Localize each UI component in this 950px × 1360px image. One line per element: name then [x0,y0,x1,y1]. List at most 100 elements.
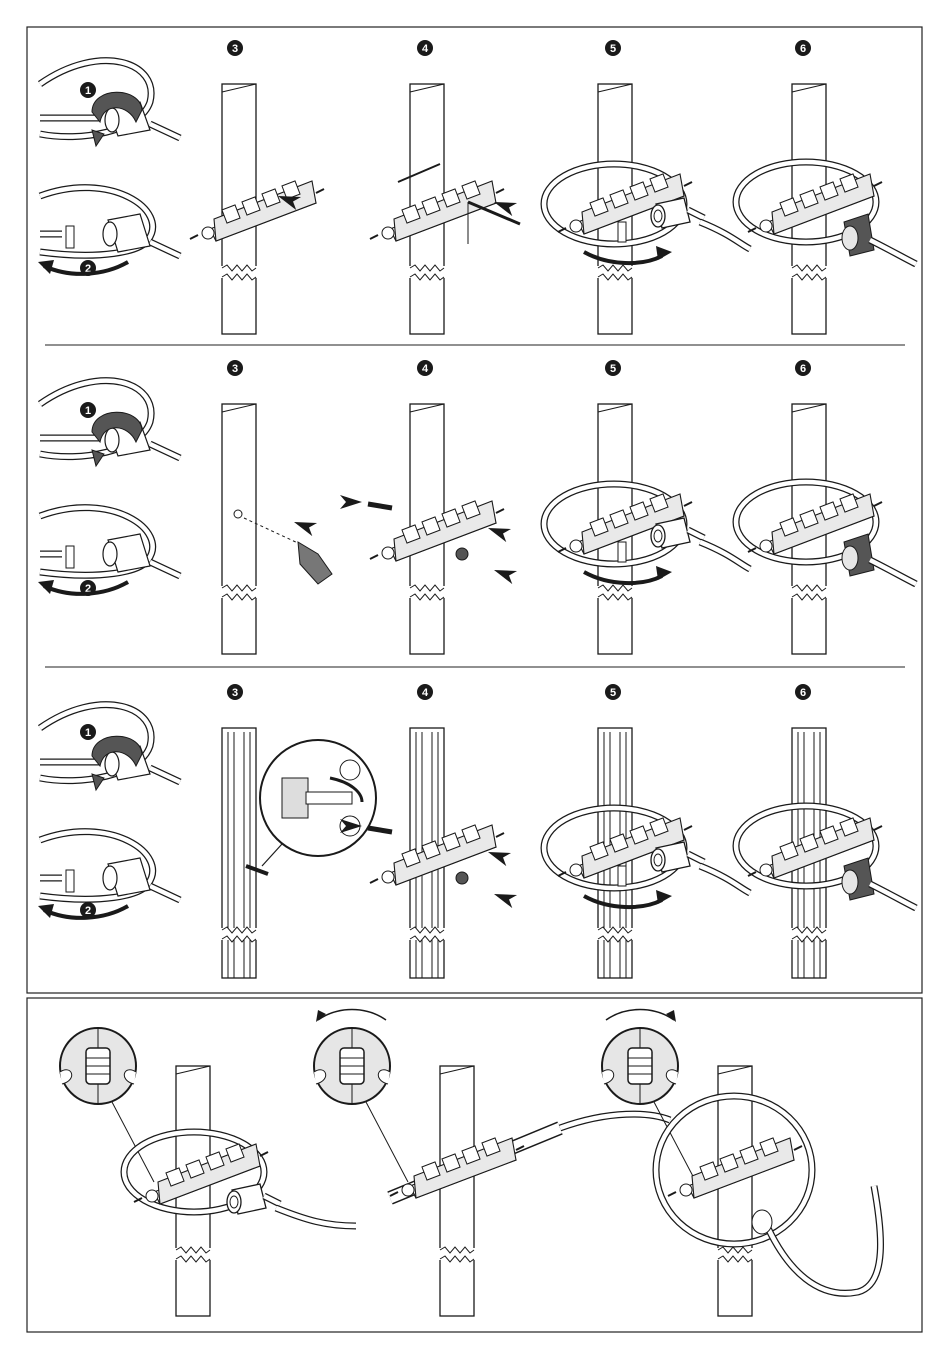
pointer-arrow-icon [292,515,317,536]
step-number-badge: 6 [795,40,811,56]
step-number-badge: 5 [605,684,621,700]
installation-row [38,705,916,978]
dial-neutral-icon [60,1028,136,1104]
pointer-arrow-icon [492,563,517,584]
pointer-arrow-icon [492,887,517,908]
coil-open-figure [40,61,180,146]
rotate-arrow-icon [606,1010,674,1021]
step-6-figure [736,728,916,978]
screw-icon [368,828,392,832]
coil-open-figure [40,381,180,466]
step-number: 5 [610,43,616,55]
screw-icon [306,792,352,804]
step-number: 6 [800,363,806,375]
step-3-figure [190,84,324,334]
step-number: 6 [800,43,806,55]
rows-layer [38,61,916,978]
coil-closed-figure [38,832,180,918]
bottom-figure [60,1028,356,1316]
arrow-head [656,890,672,904]
step-number-badge: 4 [417,684,433,700]
step-number: 1 [85,405,91,417]
cable [150,124,180,138]
step-number: 4 [422,43,429,55]
step-3-figure [220,728,376,978]
step-number: 3 [232,363,238,375]
coil-open-figure [40,705,180,790]
connector-face [105,428,119,452]
step-number-badge: 3 [227,360,243,376]
coil-tip [66,226,74,248]
step-number: 5 [610,687,616,699]
step-4-figure [370,84,520,334]
busbar-strip [438,1066,476,1316]
connector-face [103,222,117,246]
connector-face [752,1210,772,1234]
profile-rail [220,728,258,978]
step-3-figure [220,404,332,654]
cable [870,560,916,584]
step-number-badge: 4 [417,360,433,376]
busbar-strip [716,1066,754,1316]
busbar-strip [220,404,258,654]
cable [700,542,750,569]
connector-face [842,226,858,250]
step-5-figure [544,84,750,334]
bottom-figure [602,1010,881,1317]
pointer-arrow-icon [340,495,362,509]
step-5-figure [544,404,750,654]
rail-detail [282,778,308,818]
step-number-badge: 4 [417,40,433,56]
cable [150,444,180,458]
installation-row [38,61,916,334]
rotate-arrow-icon [318,1010,386,1021]
leader-line [262,844,282,866]
step-badges: 345612345612345612 [80,40,811,918]
bottom-figures [60,1010,881,1317]
cable [768,1186,881,1293]
cable [700,222,750,249]
symbol-circle [340,760,360,780]
cable [150,562,180,576]
coil-closed-figure [38,188,180,274]
curved-arrow-head [38,260,54,274]
step-number-badge: 6 [795,684,811,700]
drill-icon [298,542,332,584]
coil-holder [190,181,324,241]
step-number: 1 [85,727,91,739]
step-5-figure [544,728,750,978]
arrow-head [656,246,672,260]
step-6-figure [736,404,916,654]
cable [150,886,180,900]
screw-icon [368,504,392,508]
cable [150,242,180,256]
connector-face [105,108,119,132]
cable [150,768,180,782]
step-number: 3 [232,687,238,699]
connector-face [842,546,858,570]
step-number-badge: 5 [605,360,621,376]
step-number: 1 [85,85,91,97]
step-4-figure [340,404,517,654]
connector-face [103,866,117,890]
step-number-badge: 6 [795,360,811,376]
step-6-figure [736,84,916,334]
coil-closed-figure [38,508,180,594]
curved-arrow-head [38,904,54,918]
step-number: 4 [422,687,429,699]
step-number-badge: 3 [227,40,243,56]
arrow-head [656,566,672,580]
step-number: 6 [800,687,806,699]
coil-tip [66,546,74,568]
step-number-badge: 1 [80,82,96,98]
coil-tip [66,870,74,892]
coil-tip [618,866,626,886]
dial-rotate-right-icon [602,1028,678,1104]
step-number: 2 [85,905,91,917]
step-number-badge: 3 [227,684,243,700]
connector-face [103,542,117,566]
curved-arrow-head [38,580,54,594]
connector-plug [227,1184,280,1214]
step-number-badge: 1 [80,402,96,418]
